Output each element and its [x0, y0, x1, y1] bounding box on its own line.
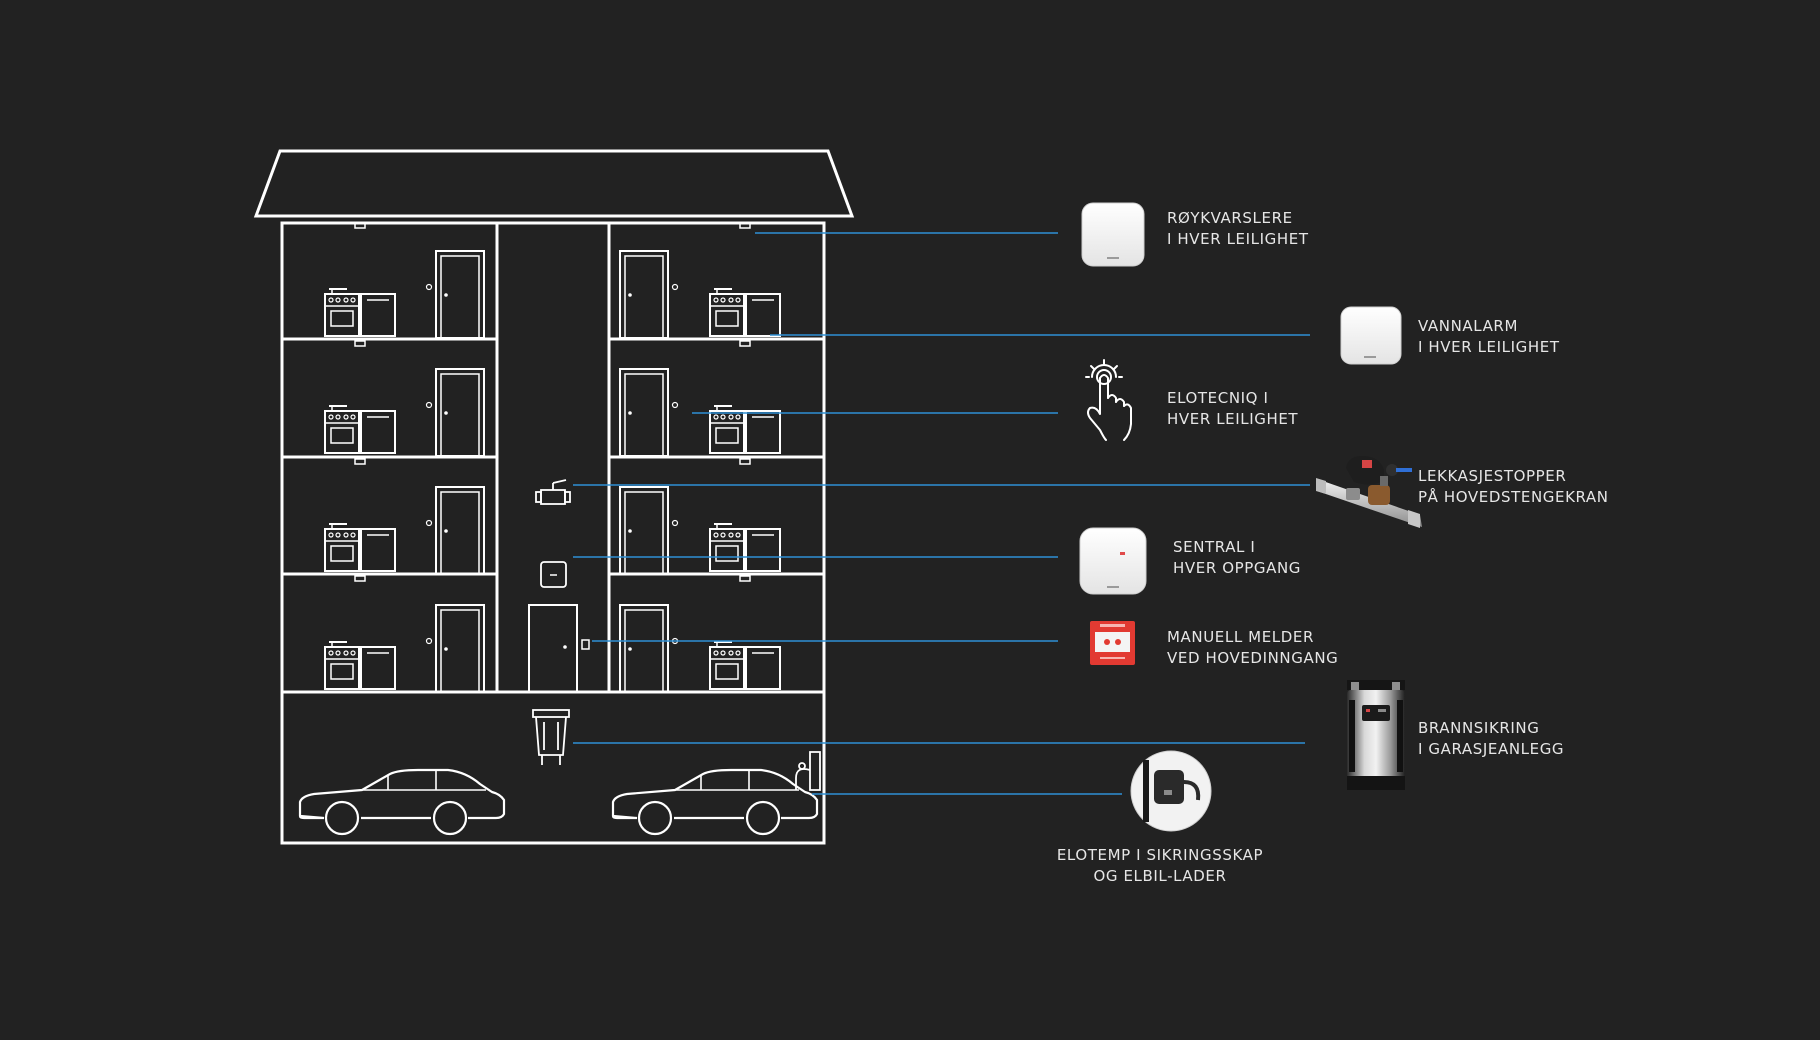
manual-call-point-icon [1090, 621, 1135, 665]
smoke-detector-icon [1081, 202, 1145, 267]
label-smoke-detectors: RØYKVARSLERE I HVER LEILIGHET [1167, 208, 1309, 250]
garage-car-left [298, 768, 506, 836]
stairwell-hub [540, 561, 567, 588]
apartment-right-3 [619, 486, 781, 575]
label-callpoint-line1: MANUELL MELDER [1167, 628, 1314, 646]
apartment-left-1 [324, 250, 485, 339]
stairwell-valve [535, 479, 571, 505]
apartment-right-4 [619, 604, 781, 693]
building-body [280, 221, 826, 845]
apartment-right-2 [619, 368, 781, 457]
apartment-left-3 [324, 486, 485, 575]
label-hub-line2: HVER OPPGANG [1173, 559, 1302, 577]
ceiling-detectors [354, 222, 751, 582]
label-hub-line1: SENTRAL I [1173, 538, 1256, 556]
garage-car-right [611, 768, 819, 836]
label-elotecniq-line1: ELOTECNIQ I [1167, 389, 1269, 407]
label-hub: SENTRAL I HVER OPPGANG [1173, 537, 1301, 579]
label-manual-call-point: MANUELL MELDER VED HOVEDINNGANG [1167, 627, 1338, 669]
label-elotecniq-line2: HVER LEILIGHET [1167, 410, 1299, 428]
building-roof [253, 149, 855, 218]
touch-hand-icon [1085, 359, 1132, 441]
label-garage-line2: I GARASJEANLEGG [1418, 740, 1565, 758]
apartment-left-4 [324, 604, 485, 693]
label-elotemp-line2: OG ELBIL-LADER [1093, 867, 1227, 885]
apartment-left-2 [324, 368, 485, 457]
garage-sprinkler-unit [532, 709, 570, 765]
label-elotemp: ELOTEMP I SIKRINGSSKAP OG ELBIL-LADER [1055, 845, 1265, 887]
apartment-right-1 [619, 250, 781, 339]
label-smoke-line2: I HVER LEILIGHET [1167, 230, 1309, 248]
label-water-alarm: VANNALARM I HVER LEILIGHET [1418, 316, 1560, 358]
label-garage-protection: BRANNSIKRING I GARASJEANLEGG [1418, 718, 1564, 760]
label-water-line1: VANNALARM [1418, 317, 1518, 335]
elotemp-sensor-icon [1130, 750, 1212, 832]
building-outline [253, 149, 855, 845]
ev-charger [795, 751, 821, 791]
label-leak-line1: LEKKASJESTOPPER [1418, 467, 1567, 485]
garage-fire-protection-icon [1347, 680, 1405, 790]
label-callpoint-line2: VED HOVEDINNGANG [1167, 649, 1339, 667]
entrance-call-point [581, 639, 590, 650]
label-elotemp-line1: ELOTEMP I SIKRINGSSKAP [1056, 846, 1264, 864]
label-garage-line1: BRANNSIKRING [1418, 719, 1540, 737]
leak-stopper-valve-icon [1316, 456, 1422, 528]
water-alarm-icon [1340, 306, 1402, 365]
label-leak-stopper: LEKKASJESTOPPER PÅ HOVEDSTENGEKRAN [1418, 466, 1609, 508]
main-entrance-door [528, 604, 578, 693]
connector-lines [573, 232, 1310, 795]
hub-central-icon [1079, 527, 1147, 595]
label-smoke-line1: RØYKVARSLERE [1167, 209, 1293, 227]
label-elotecniq: ELOTECNIQ I HVER LEILIGHET [1167, 388, 1298, 430]
label-leak-line2: PÅ HOVEDSTENGEKRAN [1418, 488, 1609, 506]
label-water-line2: I HVER LEILIGHET [1418, 338, 1560, 356]
